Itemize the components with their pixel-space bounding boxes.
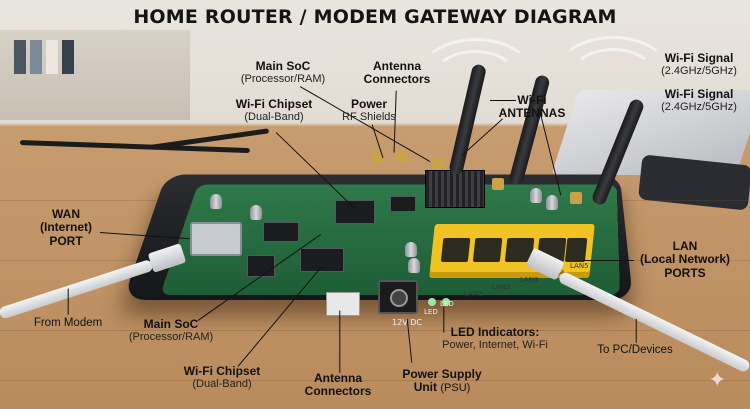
label-heading: Power Supply — [402, 367, 482, 381]
label-power-rf-shields: Power RF Shields — [330, 97, 408, 124]
main-soc-chip — [335, 200, 375, 224]
shelf-book — [14, 40, 26, 74]
leader-line — [635, 318, 637, 343]
leader-line — [339, 310, 341, 373]
silk-led-2: LED — [440, 300, 454, 308]
label-heading-2: Connectors — [304, 384, 372, 399]
label-heading: Wi-Fi Chipset — [183, 364, 261, 378]
label-lan-ports: LAN (Local Network) PORTS — [632, 239, 738, 280]
label-heading-2: Connectors — [363, 72, 431, 87]
wifi-wave — [418, 38, 534, 114]
label-heading-2-text: Unit — [413, 380, 441, 395]
label-sub: (Processor/RAM) — [128, 331, 214, 344]
label-main-soc-bottom: Main SoC (Processor/RAM) — [118, 317, 224, 344]
antenna-connector — [492, 178, 504, 190]
small-chip — [390, 196, 416, 212]
antenna-connector — [432, 158, 444, 170]
leader-line — [582, 260, 634, 262]
lan-port — [440, 238, 471, 262]
capacitor — [405, 242, 417, 257]
shelf-book — [46, 40, 58, 74]
label-heading: LAN — [672, 239, 698, 253]
label-heading: Main SoC — [143, 317, 199, 331]
label-wan-port: WAN (Internet) PORT — [28, 207, 104, 248]
black-cable — [19, 140, 250, 154]
label-power-supply-unit: Power Supply Unit (PSU) — [392, 367, 492, 395]
lan-port — [472, 238, 503, 262]
label-sub-inline: (PSU) — [440, 382, 471, 395]
leader-line — [490, 100, 516, 102]
wifi-chipset-chip — [263, 222, 299, 242]
label-wifi-chipset-bottom: Wi-Fi Chipset (Dual-Band) — [170, 364, 274, 391]
psu-jack-hole — [390, 289, 408, 307]
label-sub: RF Shields — [342, 111, 396, 124]
wood-grain — [0, 380, 750, 381]
label-heading-2: Unit (PSU) — [392, 380, 492, 395]
led-indicator — [442, 298, 450, 306]
label-heading: Antenna — [373, 59, 421, 73]
diagram-title: HOME ROUTER / MODEM GATEWAY DIAGRAM — [133, 6, 617, 28]
led-indicator — [428, 298, 436, 306]
silk-led: LED — [424, 308, 438, 316]
small-chip — [247, 255, 275, 277]
label-wifi-signal-1: Wi-Fi Signal (2.4GHz/5GHz) — [652, 51, 746, 78]
label-heading: Power — [350, 97, 387, 111]
capacitor — [210, 194, 222, 209]
capacitor — [546, 195, 558, 210]
label-heading-3: PORT — [49, 233, 83, 248]
label-heading: Main SoC — [255, 59, 311, 73]
label-sub: (2.4GHz/5GHz) — [661, 65, 737, 78]
label-heading: Wi-Fi Chipset — [235, 97, 313, 111]
antenna-connector — [396, 150, 408, 162]
label-heading: Wi-Fi Signal — [664, 51, 734, 65]
label-main-soc-top: Main SoC (Processor/RAM) — [230, 59, 336, 86]
label-antenna-connectors-top: Antenna Connectors — [352, 59, 442, 87]
small-chip — [300, 248, 344, 272]
label-to-pc-devices: To PC/Devices — [597, 344, 673, 356]
label-heading: Antenna — [314, 371, 362, 385]
label-antenna-connectors-bottom: Antenna Connectors — [292, 371, 384, 399]
silk-lan2: LAN2 — [492, 283, 511, 291]
label-sub: (2.4GHz/5GHz) — [661, 101, 737, 114]
white-connector — [326, 292, 360, 316]
wifi-wave — [432, 50, 518, 106]
label-heading: Wi-Fi Signal — [664, 87, 734, 101]
capacitor — [408, 258, 420, 273]
lan-cable — [557, 270, 750, 374]
silk-lan5: LAN5 — [570, 262, 589, 270]
label-sub: Power, Internet, Wi-Fi — [442, 339, 548, 352]
label-wifi-antennas: Wi-Fi ANTENNAS — [494, 93, 570, 121]
label-heading-3: PORTS — [664, 265, 706, 280]
wifi-wave — [570, 48, 656, 104]
leader-line — [67, 288, 69, 315]
background-shelf — [0, 30, 190, 120]
lan-port — [564, 238, 588, 262]
label-heading: Wi-Fi — [517, 93, 547, 107]
label-heading: WAN — [52, 207, 80, 221]
silk-lan1: LAN1 — [464, 290, 483, 298]
label-sub: (Dual-Band) — [192, 378, 252, 391]
label-heading: LED Indicators: — [450, 325, 540, 339]
label-led-indicators: LED Indicators: Power, Internet, Wi-Fi — [430, 325, 560, 352]
heatsink — [425, 170, 485, 208]
label-heading-2: (Local Network) — [639, 252, 730, 267]
label-from-modem: From Modem — [33, 317, 103, 329]
capacitor — [530, 188, 542, 203]
antenna-connector — [570, 192, 582, 204]
psu-jack — [378, 280, 418, 314]
sparkle-icon: ✦ — [708, 367, 727, 392]
wood-grain — [0, 330, 750, 331]
silk-lan3: LAN3 — [520, 276, 539, 284]
label-wifi-signal-2: Wi-Fi Signal (2.4GHz/5GHz) — [652, 87, 746, 114]
label-wifi-chipset-top: Wi-Fi Chipset (Dual-Band) — [224, 97, 324, 124]
wifi-wave — [555, 36, 671, 112]
capacitor — [250, 205, 262, 220]
label-heading-2: (Internet) — [40, 220, 92, 235]
shelf-book — [30, 40, 42, 74]
label-sub: (Dual-Band) — [244, 111, 304, 124]
shelf-book — [62, 40, 74, 74]
wan-port — [190, 222, 242, 256]
label-sub: (Processor/RAM) — [240, 73, 326, 86]
label-heading-2: ANTENNAS — [498, 106, 566, 121]
